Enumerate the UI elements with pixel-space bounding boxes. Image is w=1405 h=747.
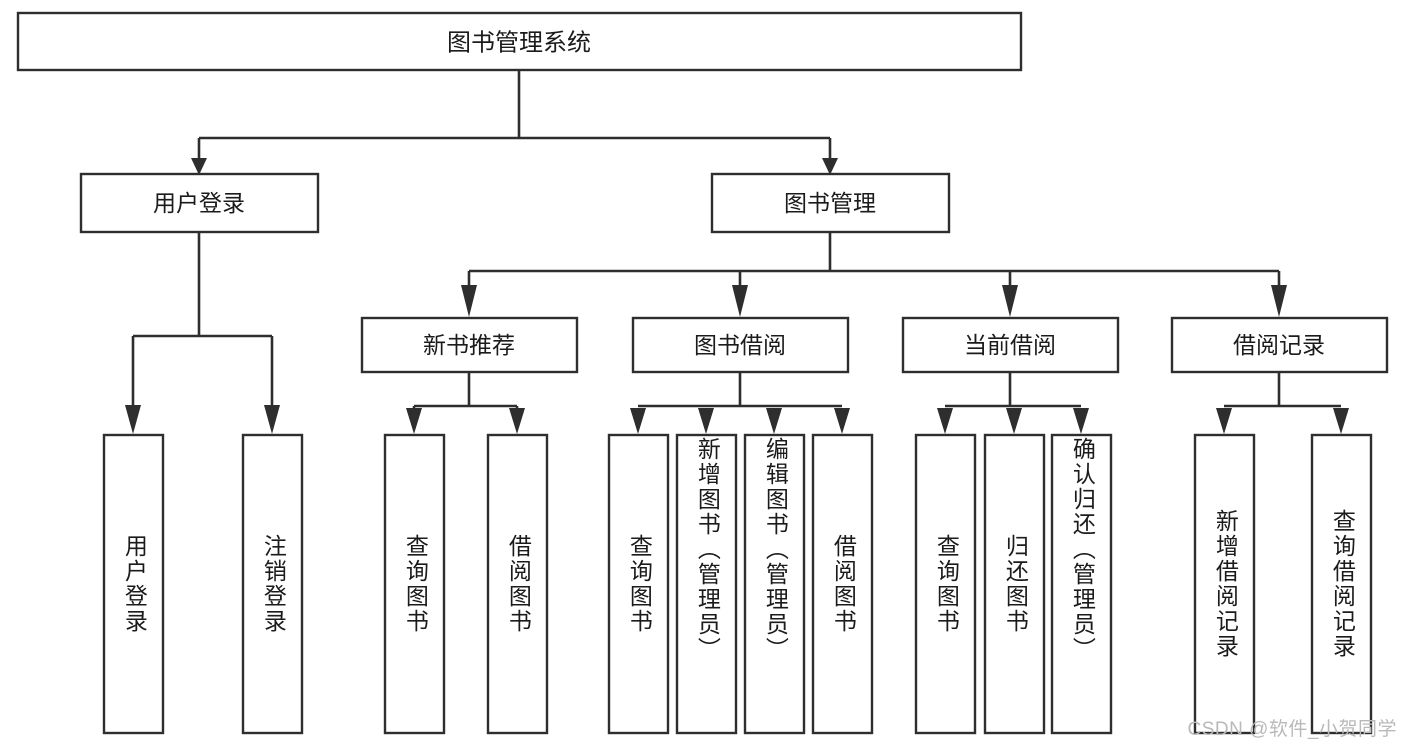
node-root-box[interactable]	[16, 11, 1023, 72]
arrowhead-borrow-record	[1271, 285, 1287, 317]
arrowhead-book-borrow	[732, 285, 748, 317]
leaf-box-book-borrow-2[interactable]	[675, 433, 738, 735]
node-borrow-record-box[interactable]	[1170, 316, 1389, 374]
arrowhead-borrowrecord-leaf-2	[1333, 408, 1349, 434]
leaf-box-current-borrow-2[interactable]	[983, 433, 1046, 735]
watermark-text: CSDN @软件_小贺同学	[1187, 719, 1397, 740]
leaf-box-user-login-2[interactable]	[241, 433, 304, 735]
arrowhead-bookborrow-leaf-3	[766, 408, 782, 434]
leaf-box-new-book-1[interactable]	[383, 433, 446, 735]
leaf-box-book-borrow-3[interactable]	[743, 433, 806, 735]
node-book-mgmt-label: 图书管理	[784, 190, 876, 216]
leaf-box-borrow-record-1[interactable]	[1193, 433, 1256, 735]
leaf-box-current-borrow-1[interactable]	[914, 433, 977, 735]
arrowhead-newbook-leaf-1	[406, 408, 422, 434]
arrowhead-new-book	[461, 285, 477, 317]
node-book-borrow-label: 图书借阅	[694, 332, 786, 358]
arrowhead-book-mgmt	[822, 158, 838, 175]
arrowhead-currentborrow-leaf-3	[1073, 408, 1089, 434]
arrowhead-currentborrow-leaf-2	[1006, 408, 1022, 434]
leaf-box-book-borrow-1[interactable]	[607, 433, 670, 735]
node-current-borrow-box[interactable]	[901, 316, 1120, 374]
node-borrow-record-label: 借阅记录	[1233, 332, 1325, 358]
arrowhead-userlogin-child-1	[125, 405, 141, 434]
node-new-book-recommend-box[interactable]	[360, 316, 579, 374]
arrowhead-userlogin-child-2	[264, 405, 280, 434]
arrowhead-current-borrow	[1002, 285, 1018, 317]
connectors-group	[125, 70, 1349, 434]
leaf-box-book-borrow-4[interactable]	[811, 433, 874, 735]
arrowhead-bookborrow-leaf-1	[630, 408, 646, 434]
node-current-borrow-label: 当前借阅	[964, 332, 1056, 358]
leaf-box-current-borrow-3[interactable]	[1050, 433, 1113, 735]
arrowhead-user-login	[191, 158, 207, 175]
leaf-box-new-book-2[interactable]	[486, 433, 549, 735]
node-user-login-label: 用户登录	[153, 190, 245, 216]
node-book-mgmt-box[interactable]	[710, 172, 951, 234]
node-book-borrow-box[interactable]	[631, 316, 850, 374]
node-user-login-box[interactable]	[79, 172, 320, 234]
leaf-box-borrow-record-2[interactable]	[1310, 433, 1373, 735]
arrowhead-newbook-leaf-2	[509, 408, 525, 434]
arrowhead-bookborrow-leaf-2	[698, 408, 714, 434]
nodes-group: 图书管理系统 用户登录 图书管理 新书推荐 图书借阅 当前借阅 借阅记录	[16, 11, 1389, 735]
arrowhead-bookborrow-leaf-4	[834, 408, 850, 434]
node-new-book-recommend-label: 新书推荐	[423, 332, 515, 358]
arrowhead-currentborrow-leaf-1	[937, 408, 953, 434]
arrowhead-borrowrecord-leaf-1	[1216, 408, 1232, 434]
leaf-box-user-login-1[interactable]	[102, 433, 165, 735]
node-root-label: 图书管理系统	[447, 30, 591, 57]
